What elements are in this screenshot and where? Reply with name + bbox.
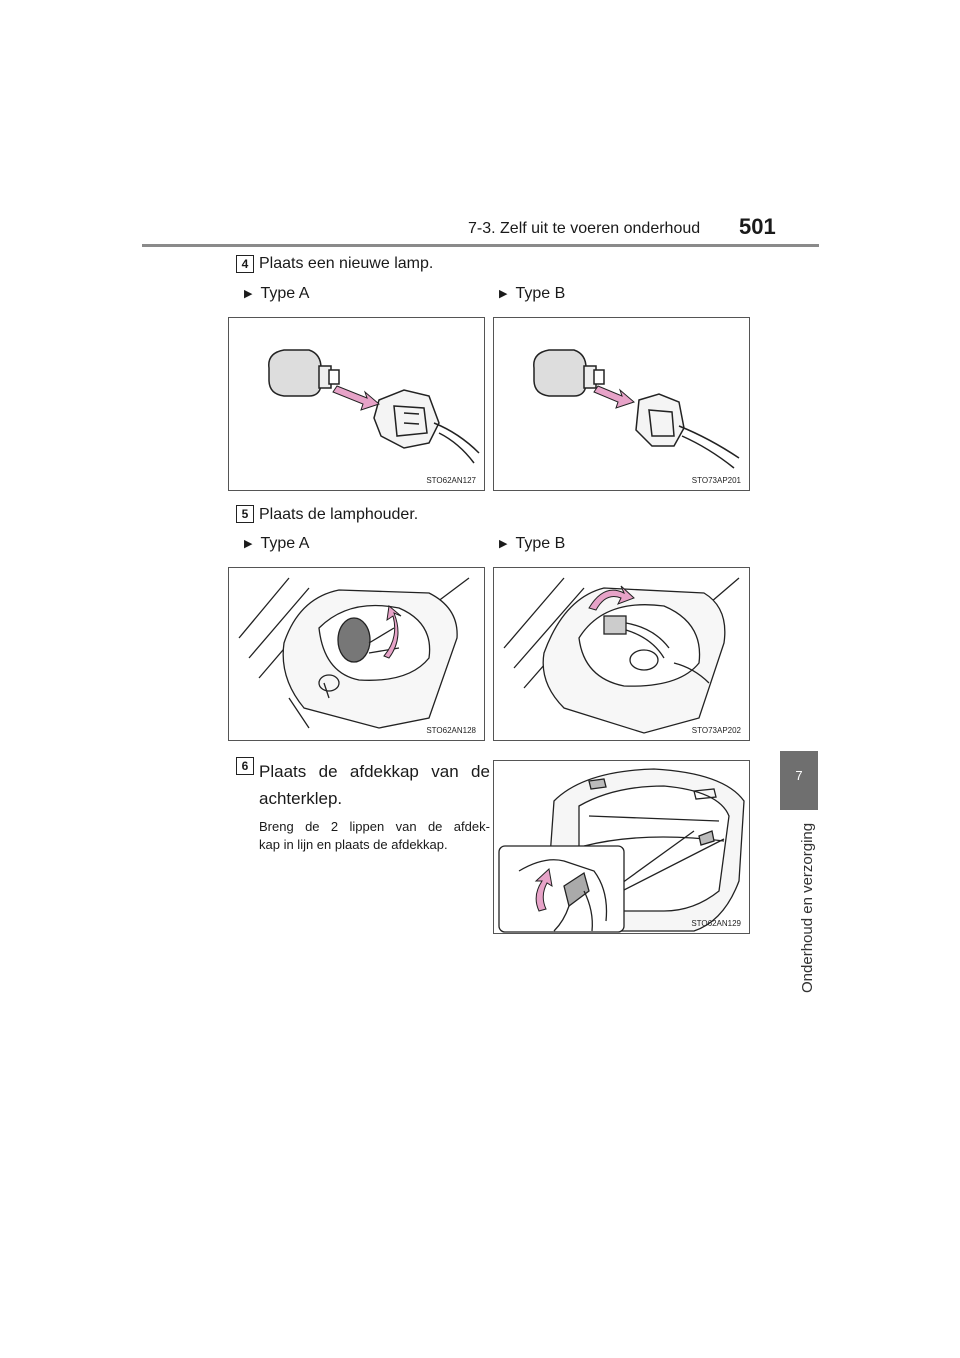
word: van <box>431 762 459 781</box>
step-4-type-a-label: ▶ Type A <box>244 285 309 303</box>
step-6-note: Breng de 2 lippen van de afdek- kap in l… <box>259 818 490 854</box>
type-b-text: Type B <box>515 285 566 302</box>
header-rule <box>142 244 819 247</box>
word: de <box>305 819 320 834</box>
word: de <box>471 762 490 781</box>
figure-code: STO62AN127 <box>426 476 476 485</box>
word: van <box>395 819 417 834</box>
triangle-right-icon: ▶ <box>244 538 253 550</box>
step-5-type-a-label: ▶ Type A <box>244 535 309 553</box>
step-5-text: Plaats de lamphouder. <box>259 506 419 523</box>
type-a-text: Type A <box>260 285 310 302</box>
word: lippen <box>349 819 385 834</box>
step-6-text-line1: Plaats de afdekkap van de <box>259 758 490 785</box>
chapter-title: Onderhoud en verzorging <box>799 822 816 993</box>
type-a-text: Type A <box>260 535 310 552</box>
lamp-holder-illustration-b <box>503 577 740 734</box>
step-6-note-line2: kap in lijn en plaats de afdekkap. <box>259 837 448 852</box>
figure-step5-type-b: STO73AP202 <box>493 567 750 741</box>
triangle-right-icon: ▶ <box>499 288 508 300</box>
figure-step5-type-a: STO62AN128 <box>228 567 485 741</box>
step-4-type-b-label: ▶ Type B <box>499 285 565 303</box>
figure-step4-type-a: STO62AN127 <box>228 317 485 491</box>
triangle-right-icon: ▶ <box>244 288 253 300</box>
triangle-right-icon: ▶ <box>499 538 508 550</box>
word: Breng <box>259 819 294 834</box>
figure-code: STO73AP201 <box>691 476 741 485</box>
word: de <box>427 819 443 834</box>
chapter-tab <box>780 751 818 810</box>
step-5-type-b-label: ▶ Type B <box>499 535 565 553</box>
figure-step6: STO62AN129 <box>493 760 750 934</box>
word: 2 <box>330 819 339 834</box>
step-6-text: Plaats de afdekkap van de achterklep. <box>259 758 490 812</box>
figure-code: STO62AN129 <box>691 919 741 928</box>
word: afdek- <box>453 819 490 834</box>
figure-step4-type-b: STO73AP201 <box>493 317 750 491</box>
step-4-text: Plaats een nieuwe lamp. <box>259 255 434 272</box>
step-6-badge: 6 <box>236 757 254 775</box>
figure-code: STO73AP202 <box>691 726 741 735</box>
header-section-title: 7-3. Zelf uit te voeren onderhoud <box>468 220 701 237</box>
step-4-badge: 4 <box>236 255 254 273</box>
figure-code: STO62AN128 <box>426 726 476 735</box>
bulb-insert-illustration-b <box>533 349 740 469</box>
step-6-text-line2: achterklep. <box>259 789 343 808</box>
bulb-insert-illustration-a <box>268 349 480 464</box>
step-5-badge: 5 <box>236 505 254 523</box>
step-6-note-line1: Breng de 2 lippen van de afdek- <box>259 818 490 836</box>
chapter-number: 7 <box>795 768 803 783</box>
lamp-holder-illustration-a <box>238 577 470 729</box>
word: de <box>318 762 338 781</box>
word: Plaats <box>259 762 307 781</box>
word: afdekkap <box>349 762 419 781</box>
type-b-text: Type B <box>515 535 566 552</box>
page-number: 501 <box>739 214 776 239</box>
tailgate-cover-illustration <box>498 768 745 933</box>
